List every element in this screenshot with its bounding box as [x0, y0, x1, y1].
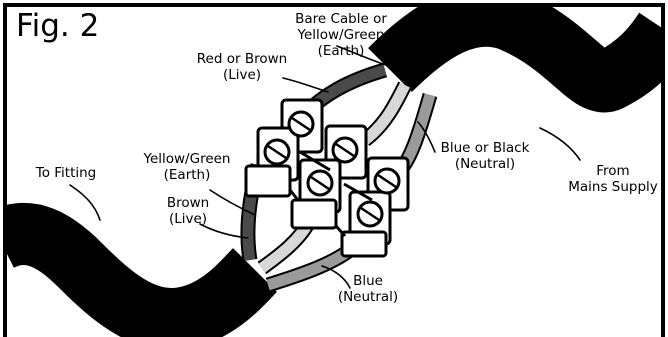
figure-title: Fig. 2 — [16, 8, 99, 44]
brown-label-line1: Brown — [167, 195, 209, 211]
bare-cable-label-line3: (Earth) — [318, 43, 365, 59]
bare-cable-label-line2: Yellow/Green — [297, 27, 385, 43]
red-brown-label-line1: Red or Brown — [197, 51, 287, 67]
from-mains-label-line2: Mains Supply — [568, 179, 658, 195]
blue-label-line2: (Neutral) — [338, 289, 398, 305]
blue-black-label-line1: Blue or Black — [441, 140, 530, 156]
brown-label-line2: (Live) — [169, 211, 207, 227]
blue-black-label-line2: (Neutral) — [455, 156, 515, 172]
fitting-cable — [5, 203, 278, 337]
yellow-green-label-line2: (Earth) — [164, 167, 211, 183]
to-fitting-label: To Fitting — [35, 165, 97, 181]
from-mains-label-line1: From — [596, 163, 629, 179]
mains-supply-cable — [368, 5, 663, 113]
yellow-green-label-line1: Yellow/Green — [143, 151, 231, 167]
blue-label-line1: Blue — [353, 273, 383, 289]
screw-slots — [267, 116, 397, 222]
bare-cable-label-line1: Bare Cable or — [295, 11, 387, 27]
red-brown-label-line2: (Live) — [223, 67, 261, 83]
label-leaders — [69, 45, 581, 289]
earth-wire-mains — [361, 82, 410, 145]
